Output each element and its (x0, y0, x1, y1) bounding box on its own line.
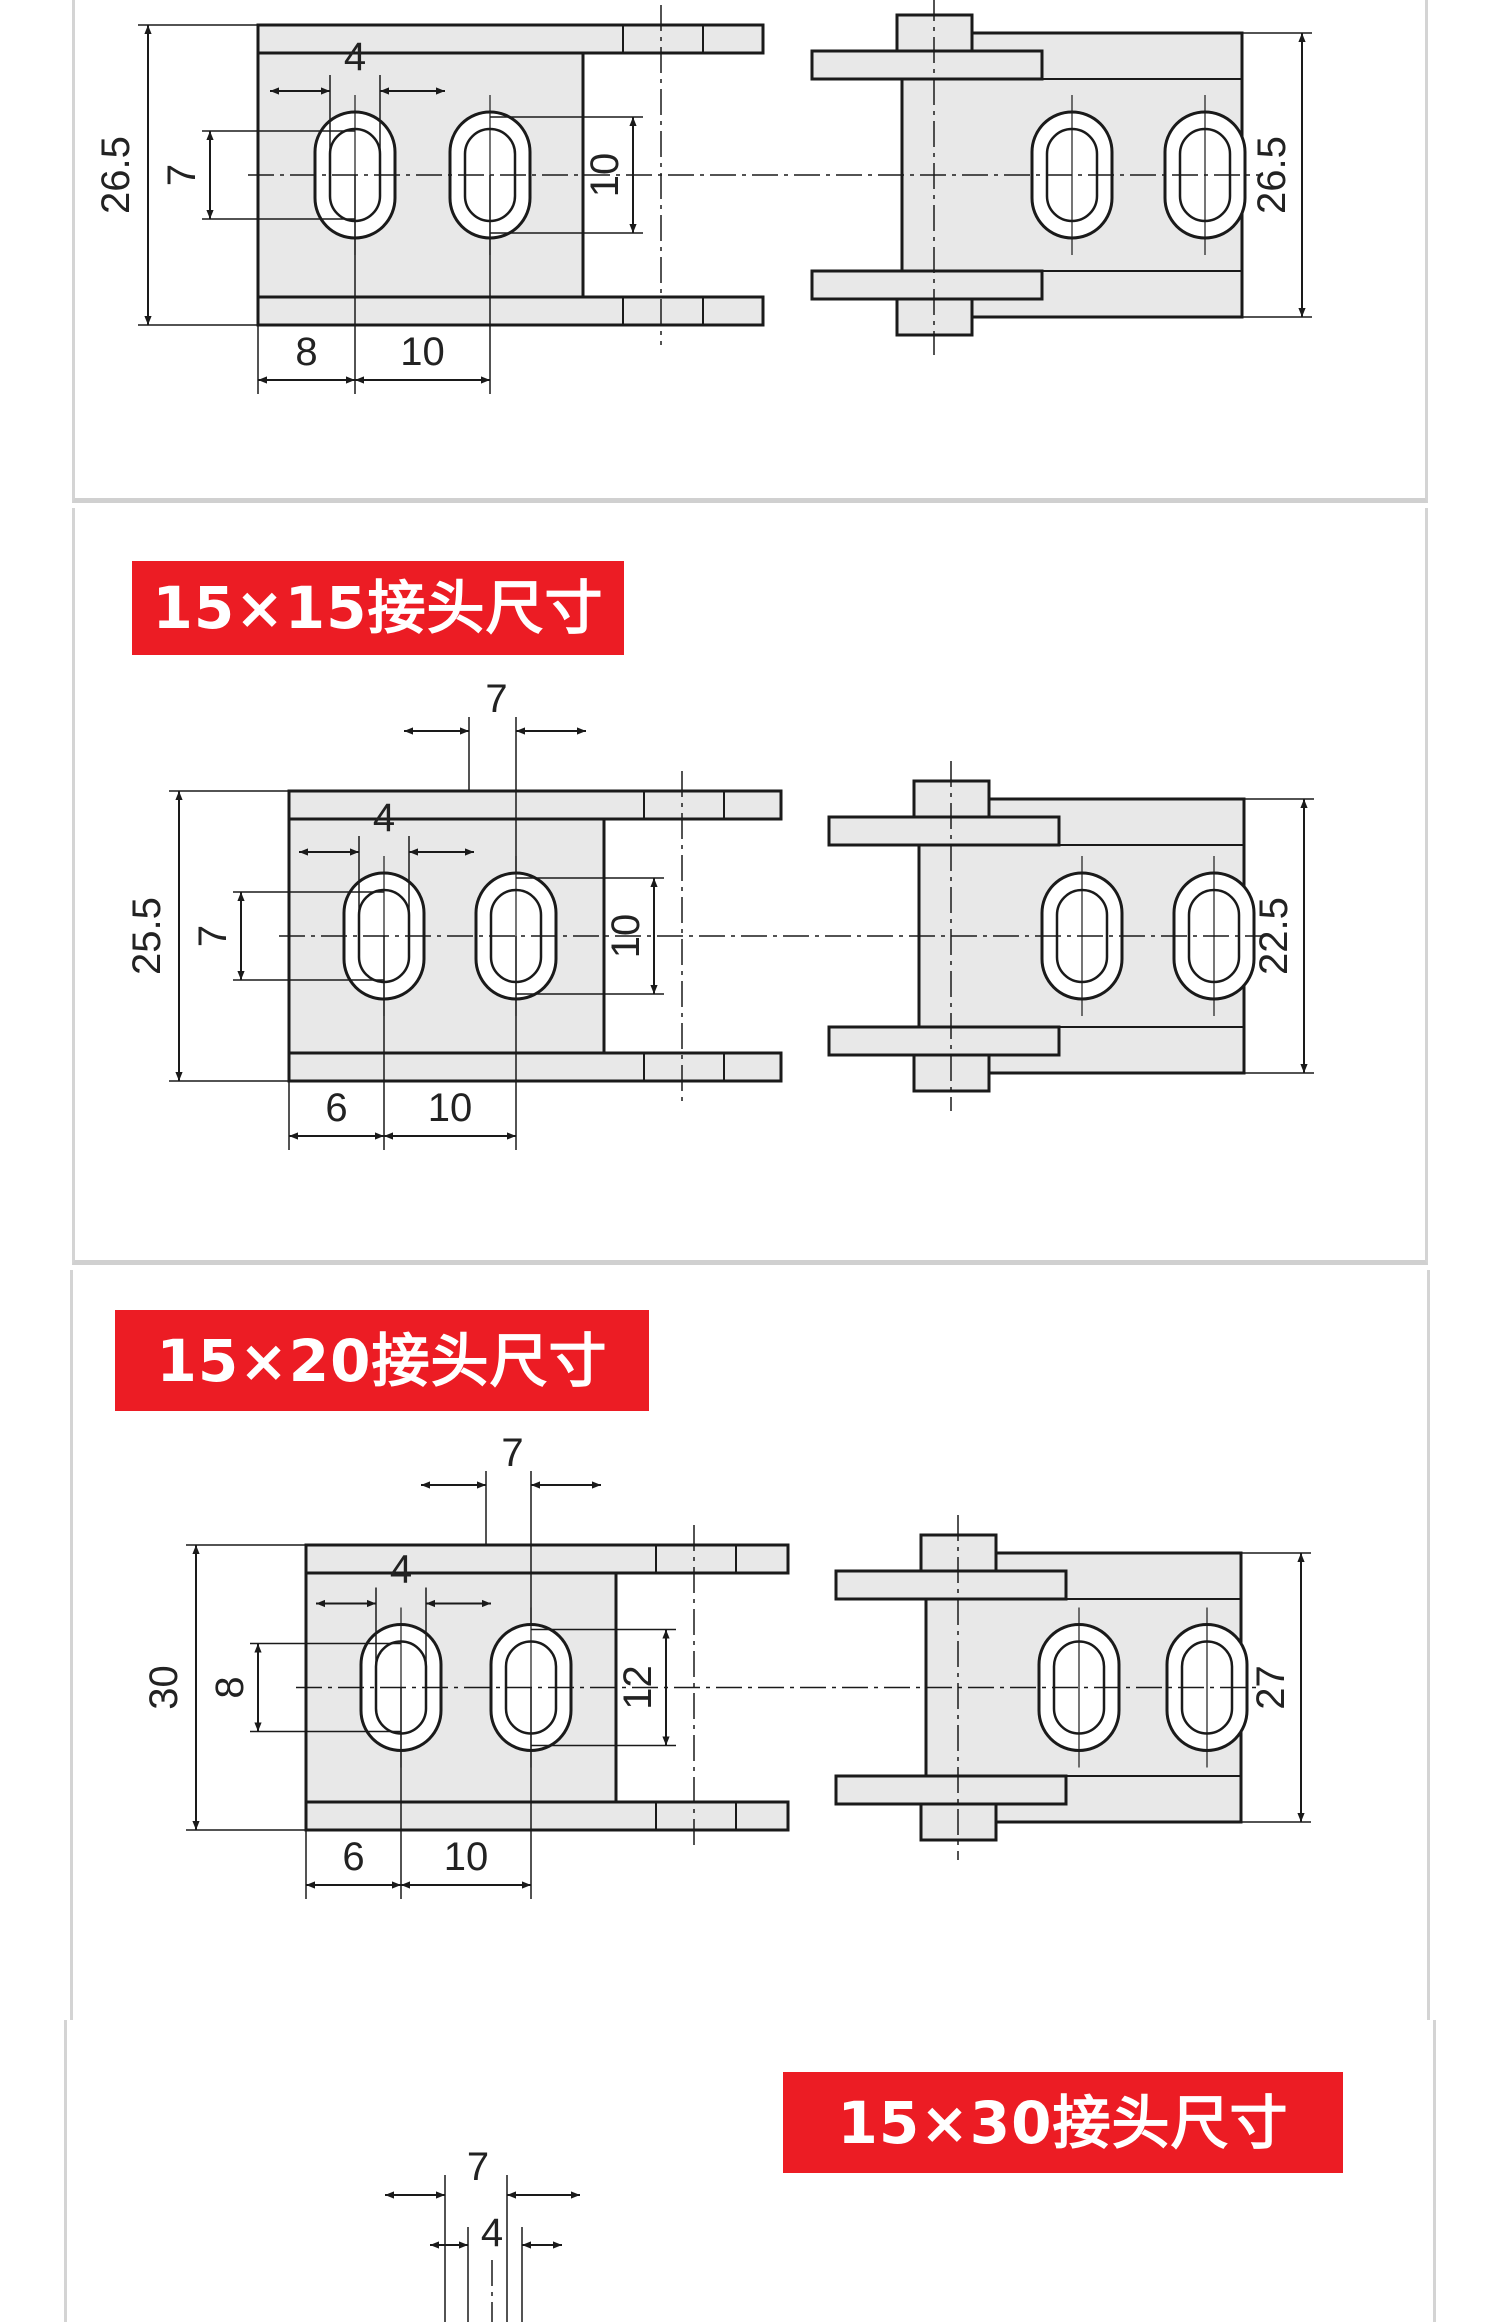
inner-dimension: 12 (616, 1665, 660, 1710)
slot-pitch-dimension: 7 (467, 2145, 489, 2189)
right-part-top-arm (834, 1569, 1068, 1601)
left-part-bottom-arm (256, 295, 765, 327)
height-dimension: 30 (142, 1665, 186, 1710)
slot-width-dimension: 7 (191, 925, 235, 947)
left-part-bottom-arm (304, 1800, 790, 1832)
right-part-bottom-arm (827, 1025, 1061, 1057)
right-height-dimension: 22.5 (1252, 897, 1296, 975)
inner-dimension: 10 (583, 153, 627, 198)
right-part-bottom-arm (834, 1774, 1068, 1806)
right-part-bottom-arm (810, 269, 1044, 301)
pitch-dimension: 10 (400, 330, 445, 374)
slot-length-dimension: 4 (481, 2211, 503, 2255)
edge-dimension: 6 (325, 1086, 347, 1130)
slot-pitch-dimension: 7 (485, 677, 507, 721)
height-dimension: 25.5 (125, 897, 169, 975)
inner-dimension: 10 (604, 914, 648, 959)
edge-dimension: 8 (295, 330, 317, 374)
section-title-15x20: 15×20接头尺寸 (115, 1310, 649, 1411)
left-part-top-arm (287, 789, 783, 821)
slot-length-dimension: 4 (373, 796, 395, 840)
slot-length-dimension: 4 (344, 35, 366, 79)
pitch-dimension: 10 (444, 1835, 489, 1879)
section-title-15x30: 15×30接头尺寸 (783, 2072, 1343, 2173)
right-height-dimension: 26.5 (1250, 136, 1294, 214)
slot-width-dimension: 8 (208, 1676, 252, 1698)
right-part-top-arm (827, 815, 1061, 847)
left-part-bottom-arm (287, 1051, 783, 1083)
section-title-15x15: 15×15接头尺寸 (132, 561, 624, 655)
slot-pitch-dimension: 7 (501, 1431, 523, 1475)
left-part-top-arm (304, 1543, 790, 1575)
left-part-top-arm (256, 23, 765, 55)
height-dimension: 26.5 (94, 136, 138, 214)
right-height-dimension: 27 (1249, 1665, 1293, 1710)
slot-width-dimension: 7 (160, 164, 204, 186)
pitch-dimension: 10 (428, 1086, 473, 1130)
slot-length-dimension: 4 (390, 1548, 412, 1592)
right-part-top-arm (810, 49, 1044, 81)
edge-dimension: 6 (342, 1835, 364, 1879)
